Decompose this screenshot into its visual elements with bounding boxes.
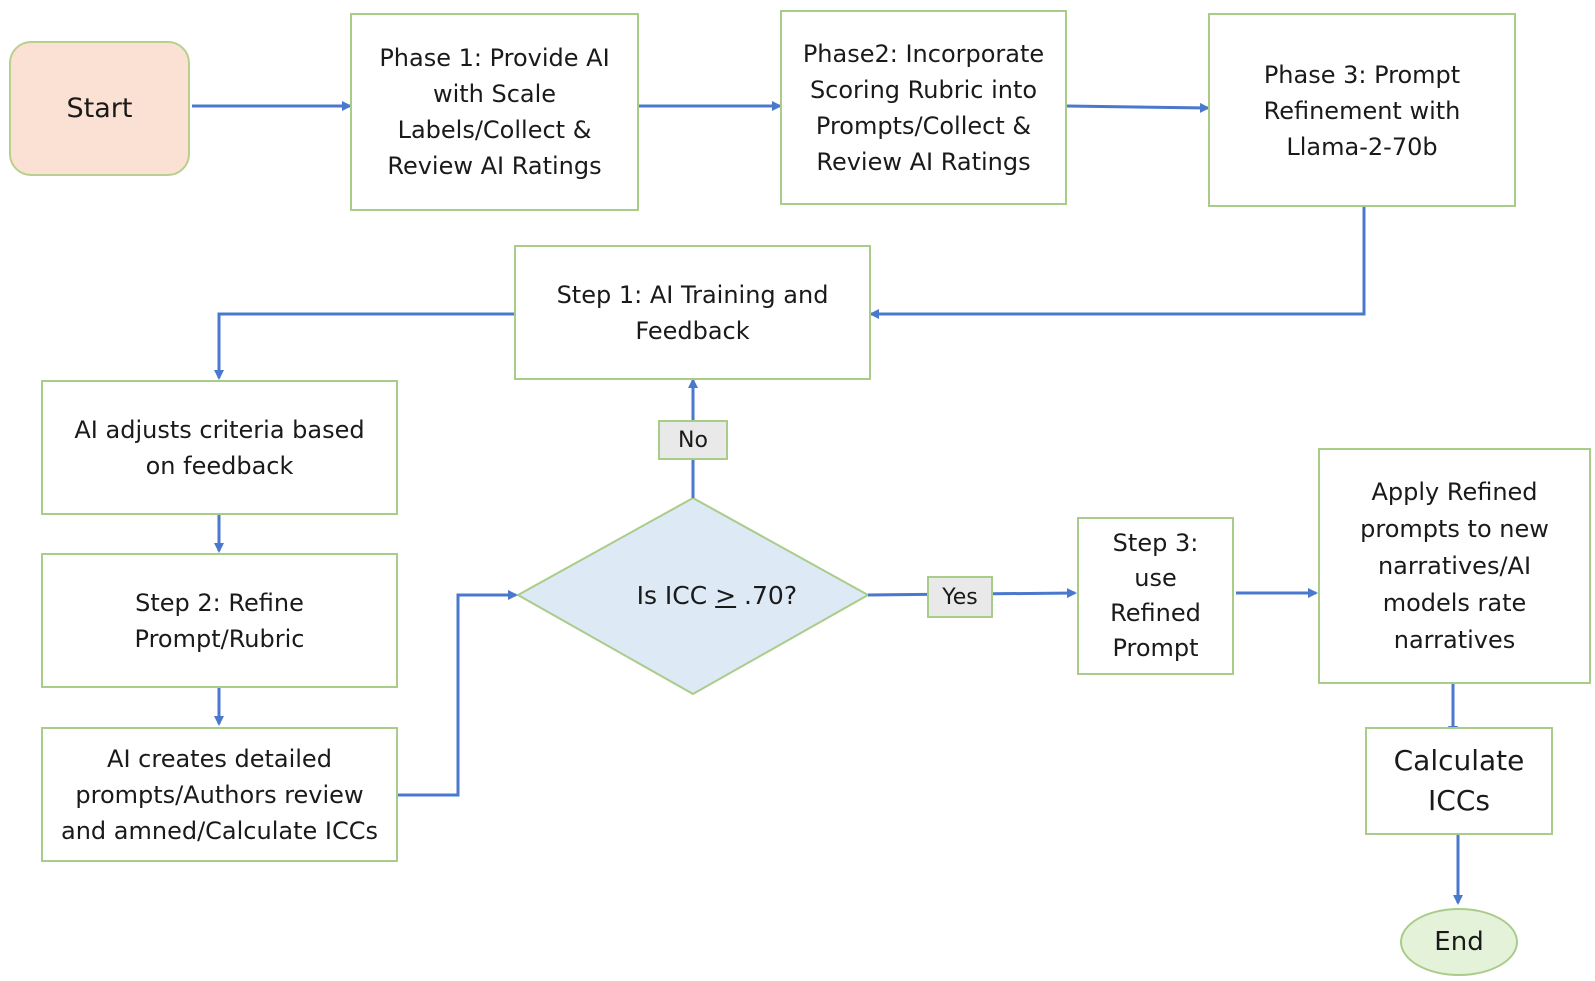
apply-line-3: narratives/AI <box>1377 551 1532 580</box>
step3-line-2: use <box>1134 564 1177 592</box>
end-label: End <box>1434 927 1484 957</box>
start-label: Start <box>66 92 133 124</box>
apply-box: Apply Refined prompts to new narratives/… <box>1318 448 1591 684</box>
phase1-line-1: Phase 1: Provide AI <box>379 44 610 72</box>
phase1-line-3: Labels/Collect & <box>397 116 592 144</box>
apply-line-1: Apply Refined <box>1371 477 1538 506</box>
ai-adjusts-line-1: AI adjusts criteria based <box>74 415 365 444</box>
step3-line-1: Step 3: <box>1112 529 1199 557</box>
ai-adjusts-line-2: on feedback <box>145 451 294 480</box>
step2-line-1: Step 2: Refine <box>135 588 304 617</box>
phase1-line-2: with Scale <box>432 80 557 108</box>
step3-line-3: Refined <box>1110 599 1201 627</box>
decision-prefix: Is ICC <box>636 580 716 610</box>
arrow-step1-to-ai-adjusts <box>214 312 514 380</box>
no-label: No <box>658 420 728 460</box>
arrow-ai-creates-to-decision <box>398 590 518 797</box>
step1-box: Step 1: AI Training and Feedback <box>514 245 871 380</box>
calculate-iccs-box: Calculate ICCs <box>1365 727 1553 835</box>
step2-box: Step 2: Refine Prompt/Rubric <box>41 553 398 688</box>
decision-diamond <box>515 496 871 696</box>
phase2-line-3: Prompts/Collect & <box>815 111 1032 140</box>
apply-line-2: prompts to new <box>1360 514 1549 543</box>
apply-line-4: models rate <box>1382 588 1527 617</box>
phase2-line-2: Scoring Rubric into <box>809 75 1038 104</box>
step1-line-2: Feedback <box>635 316 750 345</box>
arrow-phase3-to-step1 <box>869 207 1366 319</box>
ai-creates-line-3: and amned/Calculate ICCs <box>61 816 378 845</box>
yes-label: Yes <box>927 576 993 618</box>
step1-line-1: Step 1: AI Training and <box>556 280 829 309</box>
phase2-line-1: Phase2: Incorporate <box>802 39 1045 68</box>
end-terminal: End <box>1400 908 1518 976</box>
decision-label: Is ICC > .70? <box>560 570 826 620</box>
ai-creates-box: AI creates detailed prompts/Authors revi… <box>41 727 398 862</box>
phase3-line-2: Refinement with <box>1263 97 1461 125</box>
ai-creates-line-1: AI creates detailed <box>107 744 332 773</box>
decision-geq-symbol: > <box>715 580 737 610</box>
arrow-phase2-to-phase3 <box>1066 102 1210 113</box>
ai-adjusts-box: AI adjusts criteria based on feedback <box>41 380 398 515</box>
phase3-box: Phase 3: Prompt Refinement with Llama-2-… <box>1208 13 1516 207</box>
calculate-line-1: Calculate <box>1393 744 1525 777</box>
phase2-box: Phase2: Incorporate Scoring Rubric into … <box>780 10 1067 205</box>
step2-line-2: Prompt/Rubric <box>134 624 305 653</box>
phase2-line-4: Review AI Ratings <box>816 147 1031 176</box>
step3-box: Step 3: use Refined Prompt <box>1077 517 1234 675</box>
ai-creates-line-2: prompts/Authors review <box>75 780 364 809</box>
decision-suffix: .70? <box>736 580 798 610</box>
start-terminal: Start <box>9 41 190 176</box>
phase3-line-3: Llama-2-70b <box>1286 133 1438 161</box>
step3-line-4: Prompt <box>1112 634 1199 662</box>
phase1-line-4: Review AI Ratings <box>387 152 602 180</box>
phase1-box: Phase 1: Provide AI with Scale Labels/Co… <box>350 13 639 211</box>
apply-line-5: narratives <box>1393 625 1516 654</box>
phase3-line-1: Phase 3: Prompt <box>1263 61 1461 89</box>
calculate-line-2: ICCs <box>1428 784 1490 817</box>
